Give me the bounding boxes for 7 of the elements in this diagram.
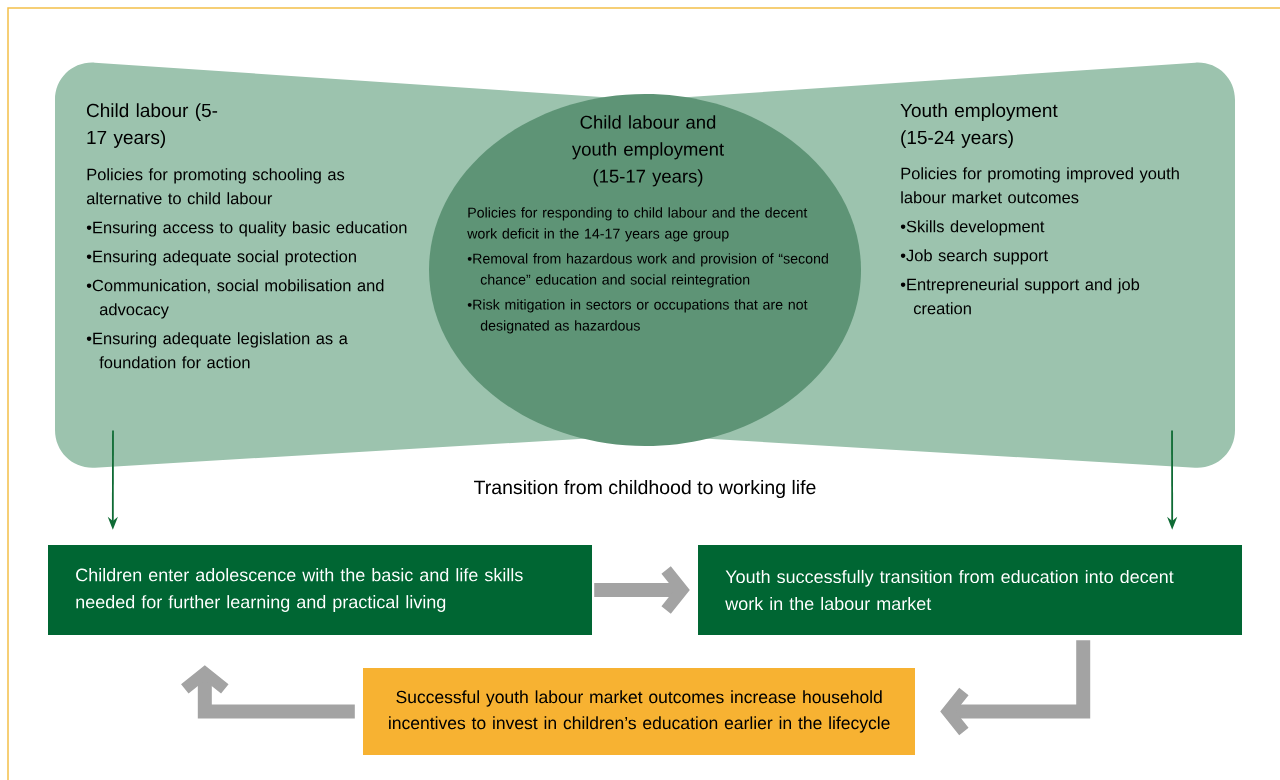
outcome-box: Children enter adolescence with the basic and life skills needed for further learning and practical living <box>48 545 592 635</box>
feedback-box: Successful youth labour market outcomes increase household incentives to invest in children’s education earlier in the lifecycle <box>363 668 915 755</box>
arrow <box>594 566 690 614</box>
arrow <box>940 640 1091 736</box>
transition-label: Transition from childhood to working life <box>474 479 816 499</box>
arrow <box>181 665 355 719</box>
outcome-box: Youth successfully transition from education into decent work in the labour market <box>698 545 1242 635</box>
